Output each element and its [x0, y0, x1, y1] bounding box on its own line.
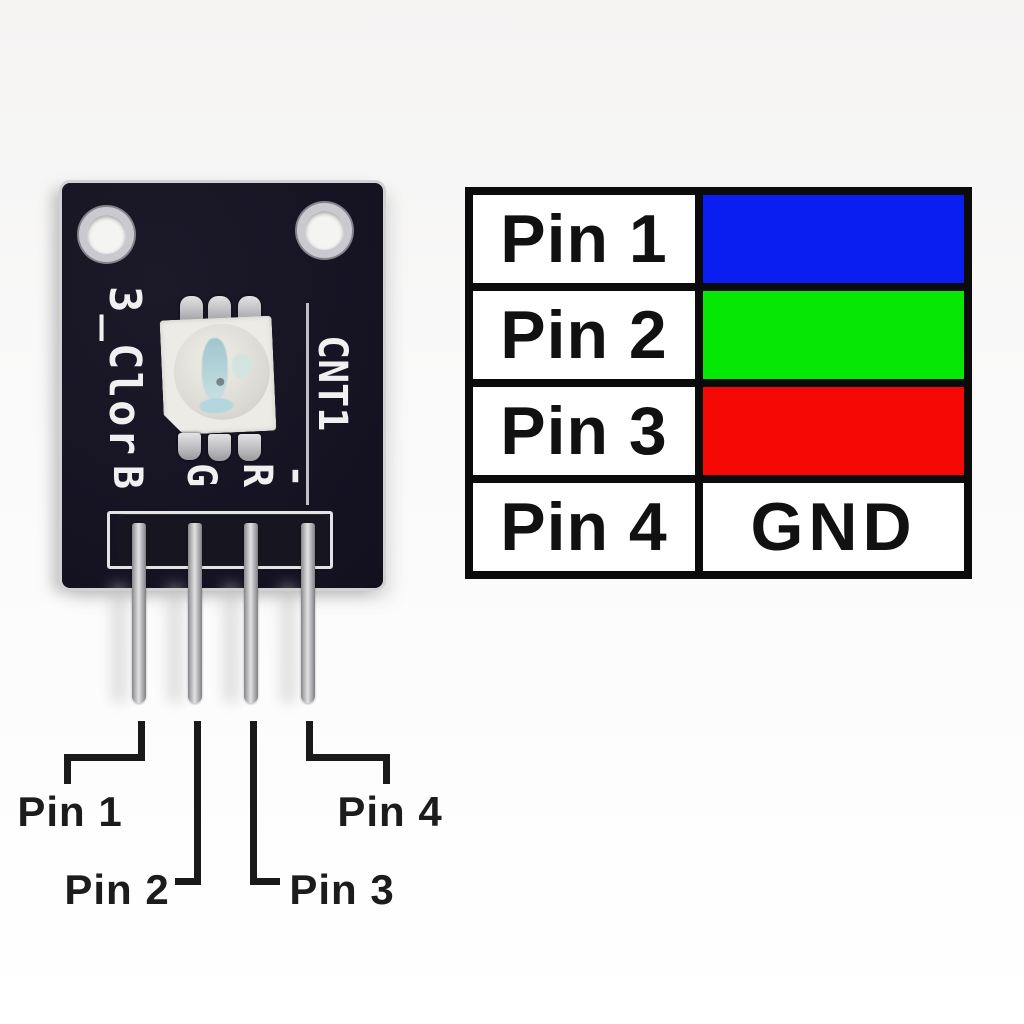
callout-line-pin1-drop — [64, 754, 71, 784]
led-pad-bottom-1 — [178, 433, 201, 460]
led-pad-bottom-2 — [208, 434, 231, 461]
callout-line-pin3-foot — [253, 878, 280, 885]
pin3-color-swatch-red — [703, 387, 964, 475]
led-pad-top-1 — [180, 296, 203, 324]
pin2-color-swatch-green — [703, 291, 964, 379]
pin4-gnd-cell: GND — [703, 483, 964, 571]
callout-line-pin2-vertical — [194, 721, 201, 885]
header-pin-3 — [244, 523, 258, 703]
silkscreen-outline-line — [306, 303, 309, 505]
silkscreen-header-outline — [107, 511, 333, 569]
callout-line-pin2-foot — [175, 878, 201, 885]
pin4-callout-label: Pin 4 — [337, 788, 443, 835]
pin2-callout-label: Pin 2 — [64, 866, 170, 913]
callout-line-pin4-drop — [383, 754, 390, 784]
silkscreen-right-label: CNT1 — [309, 335, 355, 432]
header-pin-1 — [132, 523, 146, 703]
pcb-board: 3_Clor CNT1 B G R - — [62, 183, 383, 588]
silkscreen-pin-mark-g: G — [178, 463, 224, 488]
pin-header-plastic — [118, 514, 330, 566]
pin1-row-label: Pin 1 — [473, 195, 695, 283]
pin1-shadow — [112, 585, 126, 703]
pin2-shadow — [168, 585, 182, 703]
mounting-hole-right — [297, 203, 352, 258]
led-pad-bottom-3 — [238, 434, 261, 461]
callout-line-pin3-vertical — [250, 721, 257, 885]
silkscreen-pin-mark-r: R — [234, 463, 280, 488]
pin3-callout-label: Pin 3 — [289, 866, 395, 913]
led-die-reflection — [201, 338, 228, 400]
pin4-row-label: Pin 4 — [473, 483, 695, 571]
header-pin-2 — [188, 523, 202, 703]
silkscreen-pin-mark-b: B — [104, 465, 150, 490]
callout-line-pin1-vertical — [138, 721, 145, 761]
callout-line-pin1-horizontal — [64, 754, 145, 761]
callout-line-pin4-horizontal — [309, 754, 390, 761]
callout-line-pin4-vertical — [306, 721, 313, 761]
mounting-hole-left — [79, 207, 134, 262]
pin2-row-label: Pin 2 — [473, 291, 695, 379]
header-pin-4 — [301, 523, 315, 703]
pinout-table: Pin 1 Pin 2 Pin 3 Pin 4 GND — [465, 187, 972, 579]
silkscreen-left-label: 3_Clor — [99, 286, 150, 457]
pin3-row-label: Pin 3 — [473, 387, 695, 475]
pin3-shadow — [224, 585, 238, 703]
pin1-callout-label: Pin 1 — [17, 788, 123, 835]
smd-rgb-led — [160, 316, 277, 436]
silkscreen-pin-mark-minus: - — [274, 464, 320, 489]
pin4-shadow — [281, 585, 295, 703]
pin1-color-swatch-blue — [703, 195, 964, 283]
led-pad-top-2 — [208, 296, 231, 324]
